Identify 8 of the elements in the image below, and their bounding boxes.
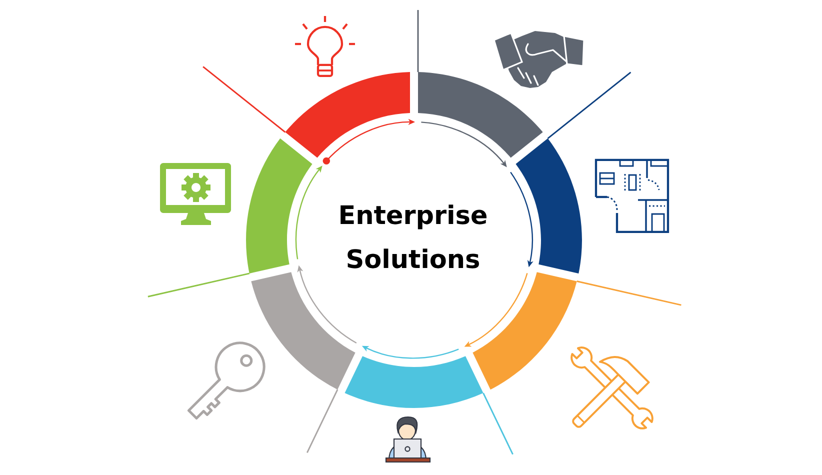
ring-segment: [251, 272, 356, 390]
ring-segment: [418, 72, 543, 158]
ring-segment: [344, 356, 484, 408]
ring-segment: [246, 138, 312, 274]
ring-segment: [472, 272, 577, 390]
ring-segment: [285, 72, 410, 158]
ring-segment: [516, 138, 582, 274]
title: Enterprise Solutions: [340, 204, 486, 268]
